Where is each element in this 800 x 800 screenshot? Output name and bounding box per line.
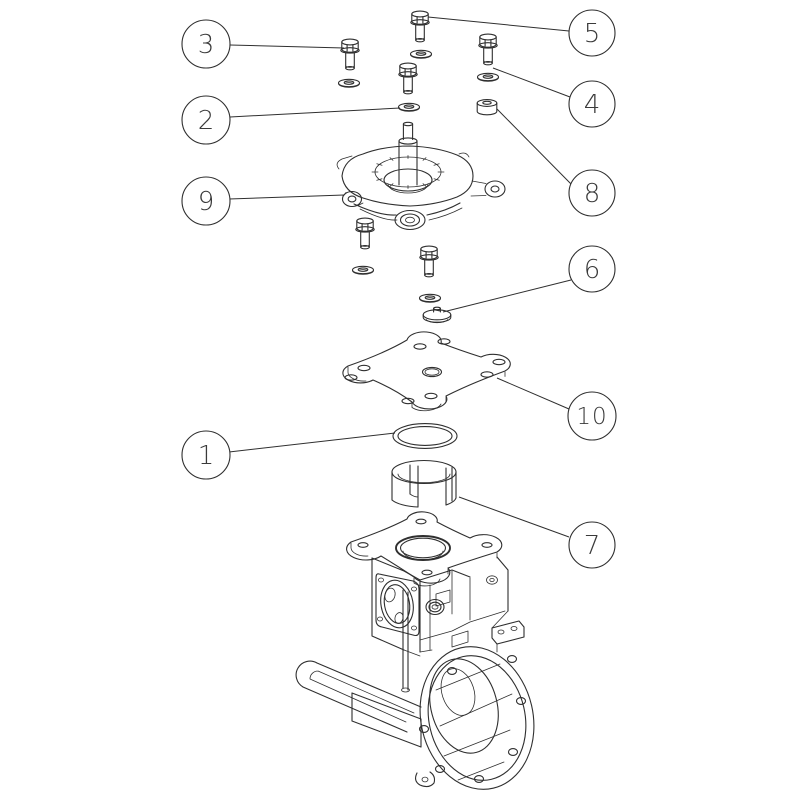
callout-label-6: 6 bbox=[584, 255, 601, 285]
callout-balloon-3: 3 bbox=[181, 19, 231, 69]
callout-balloon-10: 10 bbox=[567, 391, 617, 441]
part-hex-bolt-4 bbox=[478, 33, 498, 66]
part-washer-2 bbox=[397, 102, 421, 112]
part-o-ring-1 bbox=[392, 423, 458, 449]
part-hex-bolt-5 bbox=[410, 10, 430, 43]
part-washer-lower-right bbox=[418, 293, 442, 303]
callout-balloon-4: 4 bbox=[568, 80, 616, 128]
leader-line-6 bbox=[442, 279, 572, 313]
leader-line-2 bbox=[229, 107, 401, 118]
part-hex-bolt-mid bbox=[398, 62, 418, 95]
callout-label-1: 1 bbox=[198, 441, 215, 471]
leader-line-3 bbox=[229, 44, 345, 49]
leader-line-1 bbox=[228, 432, 396, 453]
leader-line-5 bbox=[427, 16, 570, 32]
callout-label-10: 10 bbox=[576, 404, 607, 430]
leader-line-9 bbox=[228, 194, 345, 200]
part-spacer-bushing-8 bbox=[476, 99, 498, 116]
part-mounting-plate-10 bbox=[342, 331, 511, 412]
callout-balloon-5: 5 bbox=[568, 9, 616, 57]
callout-label-3: 3 bbox=[198, 30, 215, 60]
callout-balloon-2: 2 bbox=[181, 95, 231, 145]
part-pump-head-assembly-9 bbox=[336, 121, 506, 231]
callout-label-8: 8 bbox=[584, 179, 601, 209]
part-hex-bolt-lower-left bbox=[355, 217, 375, 250]
callout-label-9: 9 bbox=[198, 187, 215, 217]
leader-line-4 bbox=[492, 67, 571, 98]
part-cap-nut-6 bbox=[422, 306, 452, 324]
leader-lines bbox=[228, 16, 574, 538]
leader-line-7 bbox=[458, 496, 570, 538]
callout-label-7: 7 bbox=[584, 531, 601, 561]
part-split-clamp-7 bbox=[391, 459, 457, 508]
part-washer-4 bbox=[476, 72, 500, 82]
part-washer-3 bbox=[337, 78, 361, 88]
part-washer-lower-left bbox=[351, 265, 375, 275]
part-housing bbox=[295, 511, 535, 790]
callouts: 3 2 9 1 5 4 8 6 bbox=[181, 9, 617, 569]
leader-line-8 bbox=[496, 108, 574, 187]
callout-balloon-6: 6 bbox=[568, 245, 616, 293]
callout-balloon-1: 1 bbox=[181, 430, 231, 480]
callout-balloon-9: 9 bbox=[181, 176, 231, 226]
callout-balloon-7: 7 bbox=[568, 521, 616, 569]
callout-label-2: 2 bbox=[198, 106, 215, 136]
callout-label-5: 5 bbox=[584, 19, 601, 49]
callout-balloon-8: 8 bbox=[568, 169, 616, 217]
part-hex-bolt-lower-right bbox=[419, 245, 439, 278]
leader-line-10 bbox=[496, 377, 570, 410]
part-washer-5 bbox=[409, 49, 433, 59]
part-hex-bolt-3 bbox=[340, 38, 360, 71]
callout-label-4: 4 bbox=[584, 90, 601, 120]
